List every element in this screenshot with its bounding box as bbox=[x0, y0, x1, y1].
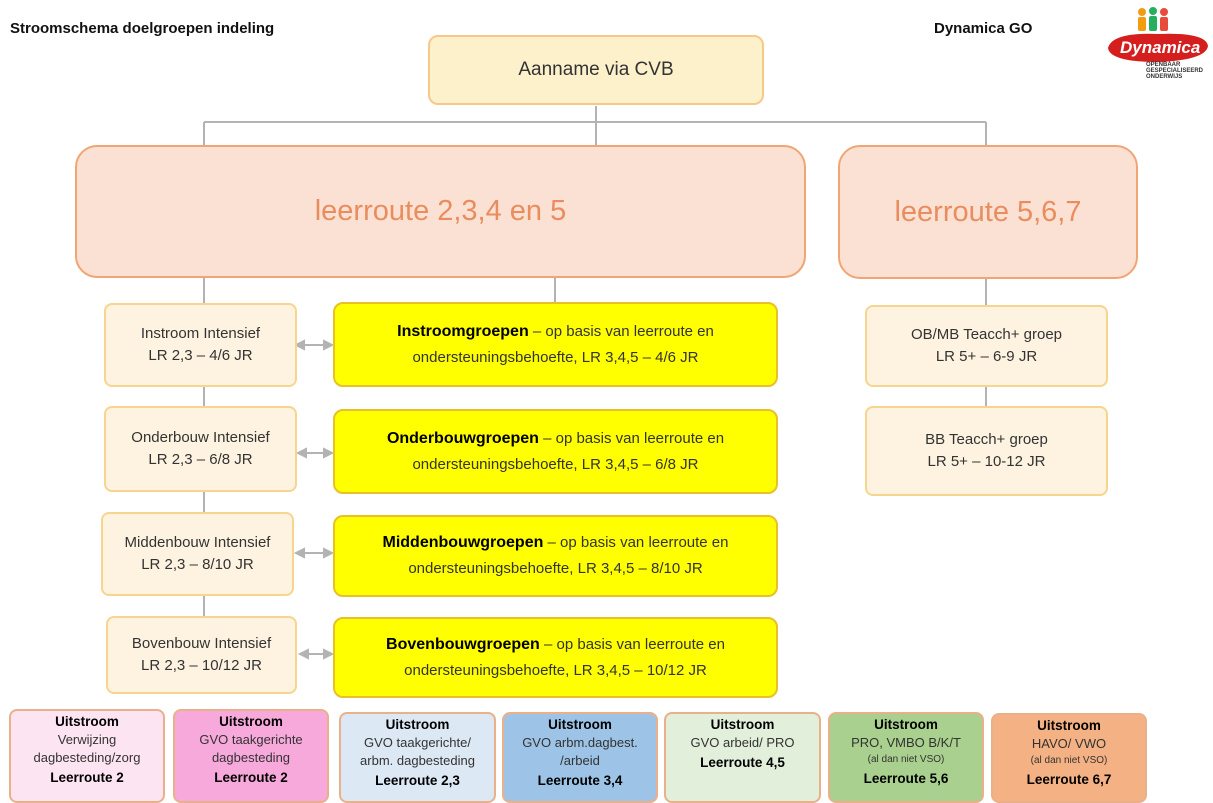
route-label-2345: leerroute 2,3,4 en 5 bbox=[314, 195, 567, 227]
groepen-desc: – op basis van leerroute en bbox=[539, 635, 725, 653]
org-name: Dynamica GO bbox=[934, 20, 1033, 37]
groepen-title: Middenbouwgroepen bbox=[382, 534, 544, 551]
uitstroom-route: Leerroute 5,6 bbox=[863, 771, 949, 786]
uitstroom-route: Leerroute 3,4 bbox=[537, 773, 623, 788]
teacch-title: OB/MB Teacch+ groep bbox=[910, 326, 1063, 343]
uitstroom-title: Uitstroom bbox=[55, 714, 119, 729]
route-label-567: leerroute 5,6,7 bbox=[894, 195, 1082, 228]
uitstroom-box-4: Uitstroom GVO arbm.dagbest. /arbeid Leer… bbox=[502, 712, 658, 803]
intensief-age: LR 2,3 – 8/10 JR bbox=[141, 556, 254, 573]
uitstroom-line1: GVO taakgerichte bbox=[199, 732, 303, 747]
groepen-desc: – op basis van leerroute en bbox=[538, 429, 725, 447]
intensief-box-onderbouw: Onderbouw Intensief LR 2,3 – 6/8 JR bbox=[104, 406, 297, 492]
uitstroom-route: Leerroute 2,3 bbox=[375, 773, 460, 788]
uitstroom-route: Leerroute 4,5 bbox=[700, 755, 785, 770]
intensief-age: LR 2,3 – 10/12 JR bbox=[141, 657, 262, 674]
teacch-age: LR 5+ – 6-9 JR bbox=[935, 348, 1038, 365]
groepen-box-onderbouw: Onderbouwgroepen – op basis van leerrout… bbox=[333, 409, 778, 494]
groepen-box-instroom: Instroomgroepen – op basis van leerroute… bbox=[333, 302, 778, 387]
logo-figures-icon bbox=[1108, 7, 1208, 62]
uitstroom-small: (al dan niet VSO) bbox=[1030, 755, 1108, 766]
uitstroom-line1: PRO, VMBO B/K/T bbox=[851, 735, 961, 750]
intensief-box-instroom: Instroom Intensief LR 2,3 – 4/6 JR bbox=[104, 303, 297, 387]
aanname-box: Aanname via CVB bbox=[428, 35, 764, 105]
uitstroom-line2: dagbesteding bbox=[211, 750, 291, 765]
logo-tagline-2: GESPECIALISEERD bbox=[1146, 68, 1204, 74]
uitstroom-title: Uitstroom bbox=[874, 717, 938, 732]
uitstroom-box-6: Uitstroom PRO, VMBO B/K/T (al dan niet V… bbox=[828, 712, 984, 803]
uitstroom-line2: dagbesteding/zorg bbox=[33, 750, 141, 765]
uitstroom-title: Uitstroom bbox=[385, 717, 450, 732]
logo-tagline-1: OPENBAAR bbox=[1146, 62, 1181, 68]
groepen-title: Onderbouwgroepen bbox=[386, 429, 539, 447]
uitstroom-title: Uitstroom bbox=[710, 717, 775, 732]
groepen-box-middenbouw: Middenbouwgroepen – op basis van leerrou… bbox=[333, 515, 778, 597]
logo-text: Dynamica bbox=[1120, 38, 1201, 57]
intensief-box-bovenbouw: Bovenbouw Intensief LR 2,3 – 10/12 JR bbox=[106, 616, 297, 694]
intensief-title: Middenbouw Intensief bbox=[124, 534, 271, 551]
uitstroom-title: Uitstroom bbox=[219, 714, 283, 729]
intensief-title: Bovenbouw Intensief bbox=[131, 635, 272, 652]
intensief-box-middenbouw: Middenbouw Intensief LR 2,3 – 8/10 JR bbox=[101, 512, 294, 596]
groepen-line2: ondersteuningsbehoefte, LR 3,4,5 – 4/6 J… bbox=[412, 348, 699, 366]
uitstroom-title: Uitstroom bbox=[548, 717, 612, 732]
groepen-desc: – op basis van leerroute en bbox=[528, 322, 714, 340]
uitstroom-route: Leerroute 2 bbox=[214, 770, 288, 785]
uitstroom-title: Uitstroom bbox=[1037, 718, 1101, 733]
groepen-title: Bovenbouwgroepen bbox=[386, 635, 540, 653]
logo-tagline-3: ONDERWIJS bbox=[1146, 74, 1183, 80]
dynamica-logo: Dynamica OPENBAAR GESPECIALISEERD ONDERW… bbox=[1102, 4, 1210, 86]
uitstroom-route: Leerroute 2 bbox=[50, 770, 124, 785]
double-arrow-1 bbox=[293, 339, 335, 351]
uitstroom-line1: GVO arbm.dagbest. bbox=[522, 735, 638, 750]
intensief-age: LR 2,3 – 4/6 JR bbox=[148, 347, 253, 364]
groepen-box-bovenbouw: Bovenbouwgroepen – op basis van leerrout… bbox=[333, 617, 778, 698]
uitstroom-small: (al dan niet VSO) bbox=[867, 754, 945, 765]
uitstroom-box-5: Uitstroom GVO arbeid/ PRO Leerroute 4,5 bbox=[664, 712, 821, 803]
intensief-title: Instroom Intensief bbox=[140, 325, 261, 342]
uitstroom-line2: /arbeid bbox=[560, 753, 600, 768]
teacch-title: BB Teacch+ groep bbox=[925, 431, 1048, 448]
double-arrow-4 bbox=[297, 648, 335, 660]
route-box-2345: leerroute 2,3,4 en 5 bbox=[75, 145, 806, 278]
teacch-box-obmb: OB/MB Teacch+ groep LR 5+ – 6-9 JR bbox=[865, 305, 1108, 387]
double-arrow-2 bbox=[295, 447, 335, 459]
uitstroom-line2: arbm. dagbesteding bbox=[360, 753, 475, 768]
uitstroom-box-2: Uitstroom GVO taakgerichte dagbesteding … bbox=[173, 709, 329, 803]
route-box-567: leerroute 5,6,7 bbox=[838, 145, 1138, 279]
uitstroom-line1: GVO taakgerichte/ bbox=[364, 735, 471, 750]
teacch-box-bb: BB Teacch+ groep LR 5+ – 10-12 JR bbox=[865, 406, 1108, 496]
double-arrow-3 bbox=[293, 547, 335, 559]
page-title: Stroomschema doelgroepen indeling bbox=[10, 20, 275, 37]
aanname-label: Aanname via CVB bbox=[518, 59, 674, 80]
uitstroom-line1: HAVO/ VWO bbox=[1031, 736, 1107, 751]
groepen-line2: ondersteuningsbehoefte, LR 3,4,5 – 8/10 … bbox=[408, 560, 703, 577]
uitstroom-line1: Verwijzing bbox=[57, 732, 117, 747]
intensief-title: Onderbouw Intensief bbox=[131, 429, 270, 446]
uitstroom-line1: GVO arbeid/ PRO bbox=[690, 735, 795, 750]
groepen-line2: ondersteuningsbehoefte, LR 3,4,5 – 6/8 J… bbox=[412, 455, 699, 473]
teacch-age: LR 5+ – 10-12 JR bbox=[927, 453, 1046, 470]
uitstroom-route: Leerroute 6,7 bbox=[1026, 772, 1112, 787]
uitstroom-box-1: Uitstroom Verwijzing dagbesteding/zorg L… bbox=[9, 709, 165, 803]
groepen-desc: – op basis van leerroute en bbox=[543, 534, 729, 551]
groepen-line2: ondersteuningsbehoefte, LR 3,4,5 – 10/12… bbox=[404, 661, 707, 679]
intensief-age: LR 2,3 – 6/8 JR bbox=[148, 451, 253, 468]
uitstroom-box-3: Uitstroom GVO taakgerichte/ arbm. dagbes… bbox=[339, 712, 496, 803]
uitstroom-box-7: Uitstroom HAVO/ VWO (al dan niet VSO) Le… bbox=[991, 713, 1147, 803]
groepen-title: Instroomgroepen bbox=[397, 322, 529, 340]
